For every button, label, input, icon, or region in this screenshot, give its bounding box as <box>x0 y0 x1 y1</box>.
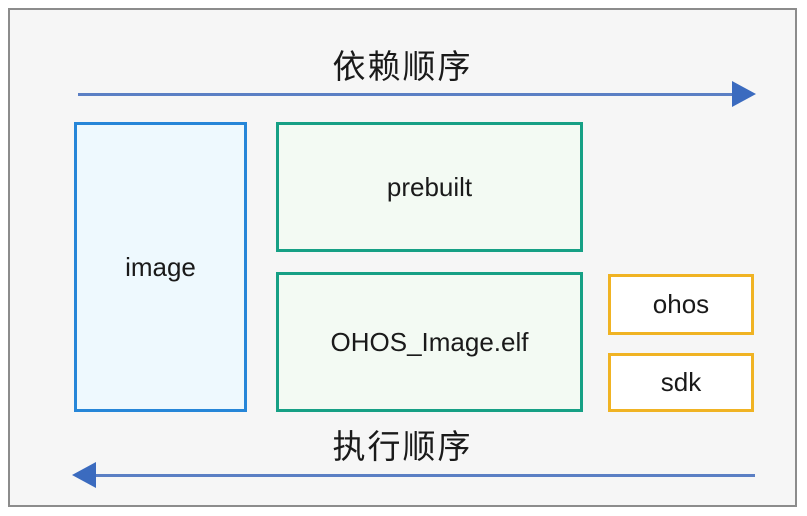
execution-order-arrow-head-icon <box>72 462 96 488</box>
node-prebuilt-label: prebuilt <box>386 171 473 202</box>
node-prebuilt: prebuilt <box>276 122 583 252</box>
node-ohos-image-elf-label: OHOS_Image.elf <box>330 326 529 357</box>
node-sdk-label: sdk <box>660 367 702 398</box>
dependency-order-arrow-line <box>78 93 738 96</box>
dependency-order-label: 依赖顺序 <box>332 48 473 85</box>
execution-order-label: 执行顺序 <box>332 428 473 465</box>
node-image: image <box>74 122 247 412</box>
diagram-frame: 依赖顺序 image prebuilt OHOS_Image.elf ohos … <box>8 8 797 507</box>
node-ohos-image-elf: OHOS_Image.elf <box>276 272 583 412</box>
execution-order-arrow-line <box>88 474 755 477</box>
node-ohos-label: ohos <box>652 289 710 320</box>
dependency-order-arrow-head-icon <box>732 81 756 107</box>
node-image-label: image <box>125 251 196 282</box>
node-ohos: ohos <box>608 274 754 335</box>
node-sdk: sdk <box>608 353 754 412</box>
